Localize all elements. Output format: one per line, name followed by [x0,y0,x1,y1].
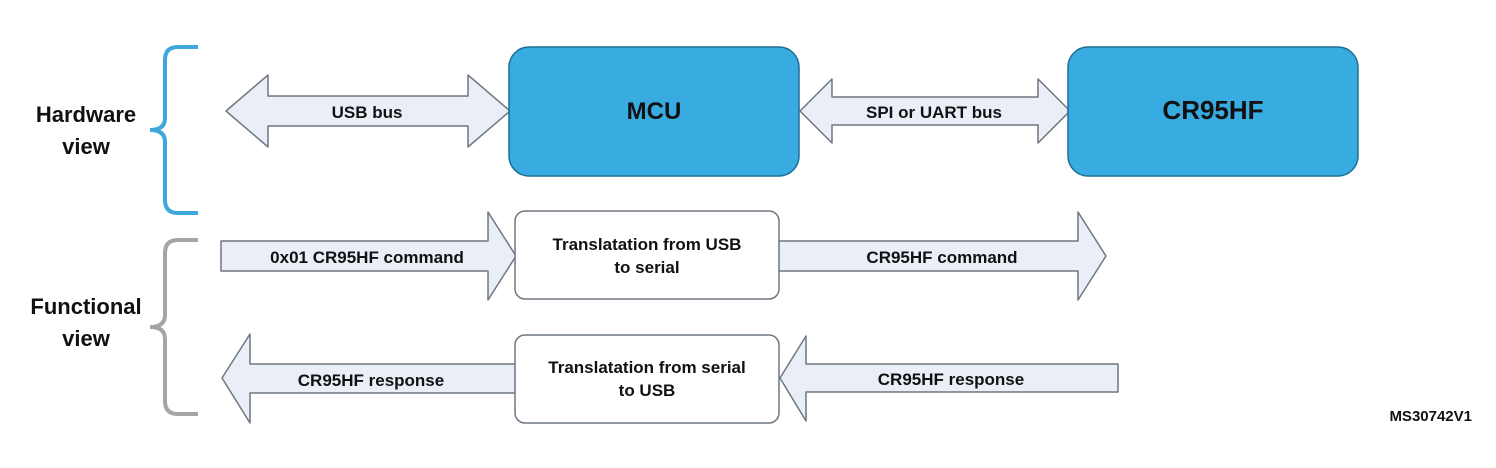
serial-response-label: CR95HF response [878,370,1024,389]
usb-command-label: 0x01 CR95HF command [270,248,464,267]
usb-to-serial-line1: Translatation from USB [553,235,742,254]
serial-to-usb-line2: to USB [619,381,676,400]
usb-to-serial-translation-box [514,210,780,300]
serial-to-usb-translation-box [514,334,780,424]
hardware-view-label-line1: Hardware [36,102,136,127]
functional-view-label-line2: view [62,326,111,351]
usb-bus-label: USB bus [332,103,403,122]
serial-command-arrow [777,211,1107,301]
mcu-label: MCU [627,98,682,125]
cr95hf-block [1067,46,1359,177]
functional-view-label-line1: Functional [30,294,141,319]
serial-to-usb-line1: Translatation from serial [548,358,745,377]
usb-response-label: CR95HF response [298,371,444,390]
mcu-block [508,46,800,177]
hardware-view-brace [149,45,198,215]
usb-command-arrow [220,211,517,301]
cr95hf-label: CR95HF [1162,95,1263,125]
spi-uart-bus-label: SPI or UART bus [866,103,1002,122]
serial-response-arrow [779,335,1119,422]
functional-view-brace [149,238,198,416]
figure-id: MS30742V1 [1389,408,1472,425]
serial-command-label: CR95HF command [866,248,1017,267]
usb-to-serial-line2: to serial [614,258,679,277]
hardware-view-label-line2: view [62,134,111,159]
